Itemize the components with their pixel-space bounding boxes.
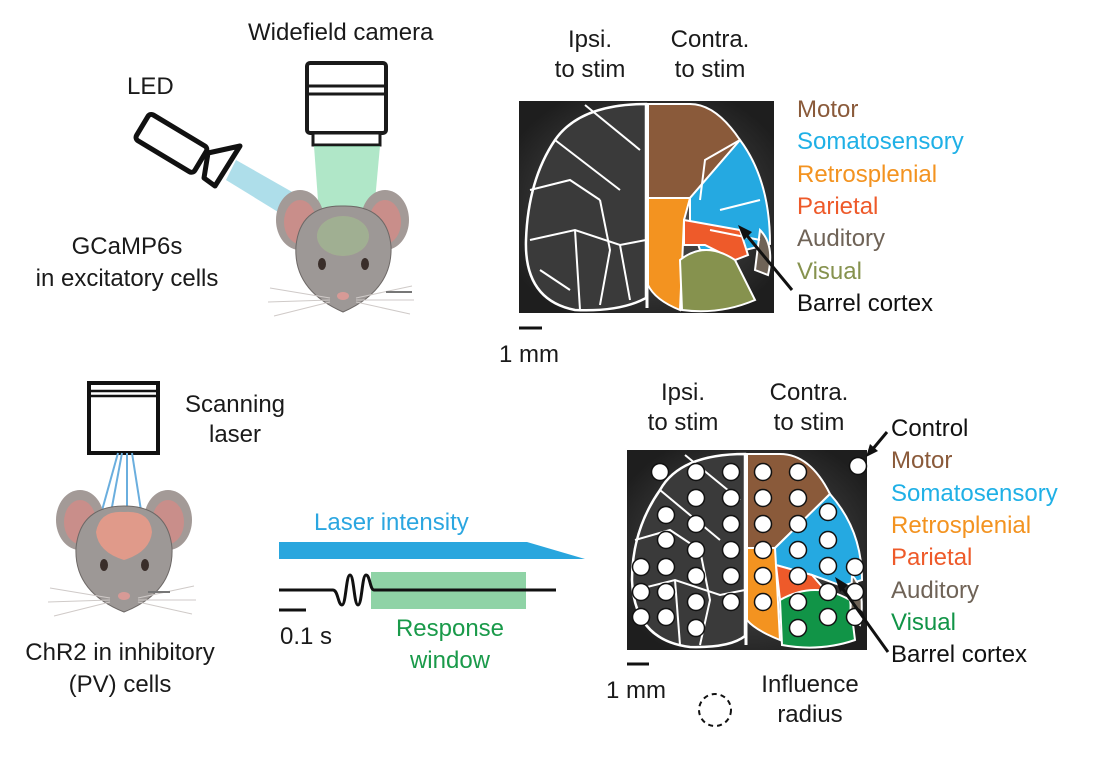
stim-site bbox=[818, 530, 838, 550]
legend-top-item-barrel-cortex: Barrel cortex bbox=[797, 289, 934, 317]
contra-label-bottom-line1: Contra. bbox=[769, 379, 849, 406]
barrel-cortex-arrow-top bbox=[738, 225, 794, 291]
stim-site bbox=[686, 566, 706, 586]
stim-site bbox=[788, 618, 808, 638]
stim-site bbox=[631, 557, 651, 577]
legend-top-item-auditory: Auditory bbox=[797, 225, 886, 253]
stim-site bbox=[631, 582, 651, 602]
legend-bottom-item-retrosplenial: Retrosplenial bbox=[891, 511, 1032, 539]
stim-site bbox=[845, 607, 865, 627]
stim-site bbox=[818, 556, 838, 576]
ipsi-label-top-line1: Ipsi. bbox=[567, 26, 612, 53]
bottom-brain-map bbox=[627, 450, 868, 650]
response-window-label-line2: window bbox=[409, 647, 491, 674]
stim-site bbox=[686, 488, 706, 508]
stim-site bbox=[686, 592, 706, 612]
stim-site bbox=[686, 618, 706, 638]
opsin-label-line2: (PV) cells bbox=[68, 671, 172, 698]
influence-radius-icon bbox=[698, 693, 732, 727]
control-arrow bbox=[866, 431, 889, 457]
stim-site bbox=[656, 607, 676, 627]
stim-site bbox=[631, 607, 651, 627]
response-trace bbox=[279, 573, 556, 607]
mouse-head-icon-bottom bbox=[47, 490, 196, 617]
legend-top-item-visual: Visual bbox=[797, 257, 862, 285]
legend-bottom-item-visual: Visual bbox=[891, 608, 956, 636]
stim-site bbox=[753, 514, 773, 534]
ipsi-label-top-line2: to stim bbox=[554, 56, 626, 83]
influence-radius-label-line2: radius bbox=[777, 701, 843, 728]
legend-bottom-item-somatosensory: Somatosensory bbox=[891, 479, 1058, 507]
laser-intensity-label: Laser intensity bbox=[314, 509, 469, 536]
stim-site bbox=[788, 592, 808, 612]
legend-bottom-item-parietal: Parietal bbox=[891, 544, 973, 572]
stim-site bbox=[753, 488, 773, 508]
barrel-cortex-arrow-bottom bbox=[835, 577, 890, 653]
stim-site bbox=[788, 488, 808, 508]
led-label: LED bbox=[127, 73, 174, 100]
legend-bottom-item-barrel-cortex: Barrel cortex bbox=[891, 641, 1028, 669]
stim-site bbox=[753, 566, 773, 586]
scale-bar-label-bottom: 1 mm bbox=[606, 677, 666, 704]
stim-site bbox=[721, 514, 741, 534]
legend-top-item-somatosensory: Somatosensory bbox=[797, 128, 964, 156]
stim-site bbox=[788, 462, 808, 482]
legend-bottom-item-motor: Motor bbox=[891, 447, 953, 475]
legend-top-item-parietal: Parietal bbox=[797, 192, 879, 220]
response-window-label-line1: Response bbox=[395, 615, 505, 642]
stim-site bbox=[721, 488, 741, 508]
legend-top-item-motor: Motor bbox=[797, 96, 859, 123]
stim-site bbox=[686, 514, 706, 534]
stim-site bbox=[656, 530, 676, 550]
scanning-laser-label-line2: laser bbox=[208, 421, 262, 448]
contra-label-top-line1: Contra. bbox=[670, 26, 750, 53]
laser-intensity-ramp bbox=[279, 542, 585, 559]
stim-site bbox=[656, 505, 676, 525]
stim-site bbox=[818, 607, 838, 627]
led-icon bbox=[133, 111, 243, 189]
stim-site bbox=[721, 462, 741, 482]
stim-site bbox=[788, 514, 808, 534]
opsin-label-line1: ChR2 in inhibitory bbox=[25, 639, 215, 666]
ipsi-label-bottom-line2: to stim bbox=[647, 409, 719, 436]
time-scale-label: 0.1 s bbox=[280, 623, 333, 650]
ipsi-label-bottom-line1: Ipsi. bbox=[660, 379, 705, 406]
scanning-laser-label-line1: Scanning bbox=[184, 391, 286, 418]
stim-site bbox=[721, 540, 741, 560]
stim-site bbox=[818, 502, 838, 522]
stim-site bbox=[818, 582, 838, 602]
stim-site bbox=[753, 540, 773, 560]
contra-label-top-line2: to stim bbox=[674, 56, 746, 83]
top-brain-map bbox=[519, 101, 774, 313]
stim-site bbox=[721, 592, 741, 612]
scanning-laser-icon bbox=[87, 381, 160, 455]
stim-site bbox=[656, 582, 676, 602]
stim-site bbox=[753, 592, 773, 612]
indicator-label-line2: in excitatory cells bbox=[35, 265, 219, 292]
mouse-head-icon-top bbox=[267, 190, 414, 317]
stim-site bbox=[753, 462, 773, 482]
indicator-label-line1: GCaMP6s bbox=[71, 233, 183, 260]
stim-site bbox=[788, 566, 808, 586]
stim-site bbox=[686, 462, 706, 482]
influence-radius-label-line1: Influence bbox=[761, 671, 859, 698]
stim-site bbox=[686, 540, 706, 560]
widefield-camera-icon bbox=[305, 61, 388, 147]
legend-bottom-item-control: Control bbox=[891, 415, 969, 442]
scale-bar-label-top: 1 mm bbox=[499, 341, 559, 368]
widefield-camera-label: Widefield camera bbox=[248, 19, 434, 46]
stim-site bbox=[845, 557, 865, 577]
stim-site bbox=[788, 540, 808, 560]
legend-bottom-item-auditory: Auditory bbox=[891, 576, 980, 604]
stim-site bbox=[650, 462, 670, 482]
control-stim-site bbox=[848, 456, 868, 476]
legend-top-item-retrosplenial: Retrosplenial bbox=[797, 160, 938, 188]
stim-site bbox=[656, 557, 676, 577]
stim-site bbox=[721, 566, 741, 586]
contra-label-bottom-line2: to stim bbox=[773, 409, 845, 436]
stimulation-sites bbox=[631, 456, 868, 638]
